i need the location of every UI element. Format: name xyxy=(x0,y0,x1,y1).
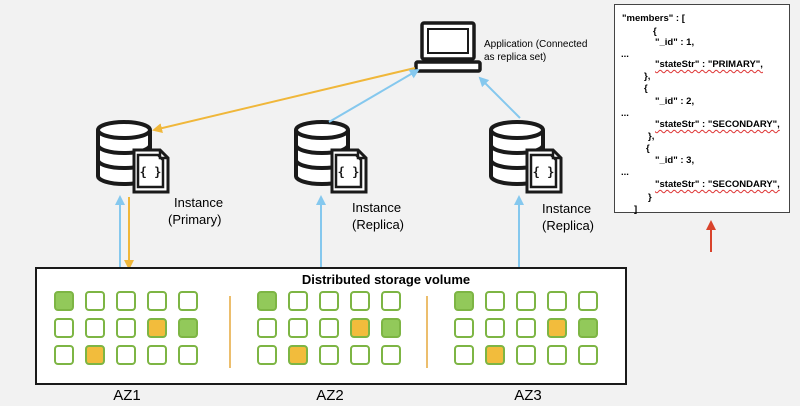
az-label-2: AZ2 xyxy=(316,387,344,404)
replica-set-status-box: "members" : [ { "_id" : 1, ... "stateStr… xyxy=(614,4,790,215)
database-icon-replica-2 xyxy=(489,120,563,194)
storage-cell-empty xyxy=(454,345,474,365)
json-line: "_id" : 1, xyxy=(655,37,694,49)
storage-cell-empty xyxy=(147,291,167,311)
storage-cell-empty xyxy=(319,345,339,365)
storage-cell-active xyxy=(578,318,598,338)
instance-label-line2: (Replica) xyxy=(352,217,405,232)
az-label-1: AZ1 xyxy=(113,387,141,404)
json-id-value: "_id" : 3, xyxy=(655,155,695,166)
storage-cell-empty xyxy=(516,345,536,365)
storage-cell-empty xyxy=(288,318,308,338)
instance-label-replica-1: Instance (Replica) xyxy=(352,199,404,233)
storage-cell-empty xyxy=(116,291,136,311)
storage-cell-empty xyxy=(178,345,198,365)
read-arrow-replica-1 xyxy=(328,68,420,123)
storage-cell-written xyxy=(350,318,370,338)
storage-cell-written xyxy=(547,318,567,338)
storage-cell-empty xyxy=(85,318,105,338)
storage-cell-active xyxy=(178,318,198,338)
storage-cell-active xyxy=(454,291,474,311)
storage-cell-empty xyxy=(116,318,136,338)
instance-label-replica-2: Instance (Replica) xyxy=(542,200,594,234)
storage-cell-empty xyxy=(381,291,401,311)
database-icon-primary xyxy=(96,120,170,194)
json-state-value: "stateStr" : "SECONDARY", xyxy=(655,119,780,130)
curly-braces-icon: { } xyxy=(140,165,162,179)
application-label: Application (Connected as replica set) xyxy=(484,38,587,64)
storage-cell-empty xyxy=(257,318,277,338)
storage-cell-empty xyxy=(178,291,198,311)
database-icon-replica-1 xyxy=(294,120,368,194)
storage-cell-empty xyxy=(54,318,74,338)
storage-cell-written xyxy=(85,345,105,365)
instance-label-line2: (Replica) xyxy=(542,218,595,233)
storage-cell-empty xyxy=(485,291,505,311)
instance-label-primary: Instance (Primary) xyxy=(168,194,223,228)
json-line: "_id" : 3, xyxy=(655,155,694,167)
write-arrow xyxy=(152,67,416,134)
storage-cell-empty xyxy=(485,318,505,338)
json-line: "stateStr" : "PRIMARY", xyxy=(655,59,763,71)
storage-cell-empty xyxy=(578,345,598,365)
json-state-value: "stateStr" : "PRIMARY", xyxy=(655,59,763,70)
storage-cell-empty xyxy=(116,345,136,365)
storage-cell-empty xyxy=(85,291,105,311)
application-label-line1: Application (Connected xyxy=(484,39,588,50)
json-line: ... xyxy=(621,49,629,60)
json-line: "stateStr" : "SECONDARY", xyxy=(655,119,780,131)
storage-cell-empty xyxy=(578,291,598,311)
application-label-line2: as replica set) xyxy=(484,52,547,63)
json-line: ... xyxy=(621,167,629,178)
json-line: ... xyxy=(621,108,629,119)
storage-cell-empty xyxy=(54,345,74,365)
storage-cell-empty xyxy=(516,291,536,311)
json-line: { xyxy=(646,143,650,154)
storage-cell-empty xyxy=(147,345,167,365)
json-line: "stateStr" : "SECONDARY", xyxy=(655,179,780,191)
storage-cell-empty xyxy=(319,291,339,311)
json-line: ] xyxy=(634,204,638,215)
application-laptop-icon xyxy=(414,21,482,73)
storage-cell-empty xyxy=(547,345,567,365)
instance-label-line1: Instance xyxy=(174,195,224,210)
storage-cell-empty xyxy=(350,345,370,365)
json-line: } xyxy=(648,192,652,203)
json-line: }, xyxy=(648,131,655,142)
json-line: "members" : [ xyxy=(622,13,685,24)
storage-cell-empty xyxy=(350,291,370,311)
instance-label-line1: Instance xyxy=(542,201,592,216)
storage-cell-written xyxy=(288,345,308,365)
storage-cell-active xyxy=(257,291,277,311)
az-label-3: AZ3 xyxy=(514,387,542,404)
json-line: { xyxy=(653,26,657,37)
curly-braces-icon: { } xyxy=(338,165,360,179)
json-line: }, xyxy=(644,71,651,82)
storage-cell-empty xyxy=(257,345,277,365)
storage-volume-title: Distributed storage volume xyxy=(301,272,471,287)
json-id-value: "_id" : 2, xyxy=(655,96,695,107)
read-arrow-replica-2 xyxy=(478,76,521,119)
storage-cell-written xyxy=(485,345,505,365)
storage-cell-written xyxy=(147,318,167,338)
storage-cell-active xyxy=(381,318,401,338)
json-id-value: "_id" : 1, xyxy=(655,37,695,48)
storage-cell-empty xyxy=(454,318,474,338)
json-line: { xyxy=(644,83,648,94)
storage-cell-empty xyxy=(516,318,536,338)
json-state-value: "stateStr" : "SECONDARY", xyxy=(655,179,780,190)
storage-cell-empty xyxy=(381,345,401,365)
storage-cells xyxy=(54,291,598,365)
instance-label-line1: Instance xyxy=(352,200,402,215)
curly-braces-icon: { } xyxy=(533,165,555,179)
storage-cell-empty xyxy=(319,318,339,338)
storage-cell-empty xyxy=(288,291,308,311)
json-line: "_id" : 2, xyxy=(655,96,694,108)
storage-cell-active xyxy=(54,291,74,311)
instance-label-line2: (Primary) xyxy=(168,212,222,227)
storage-cell-empty xyxy=(547,291,567,311)
